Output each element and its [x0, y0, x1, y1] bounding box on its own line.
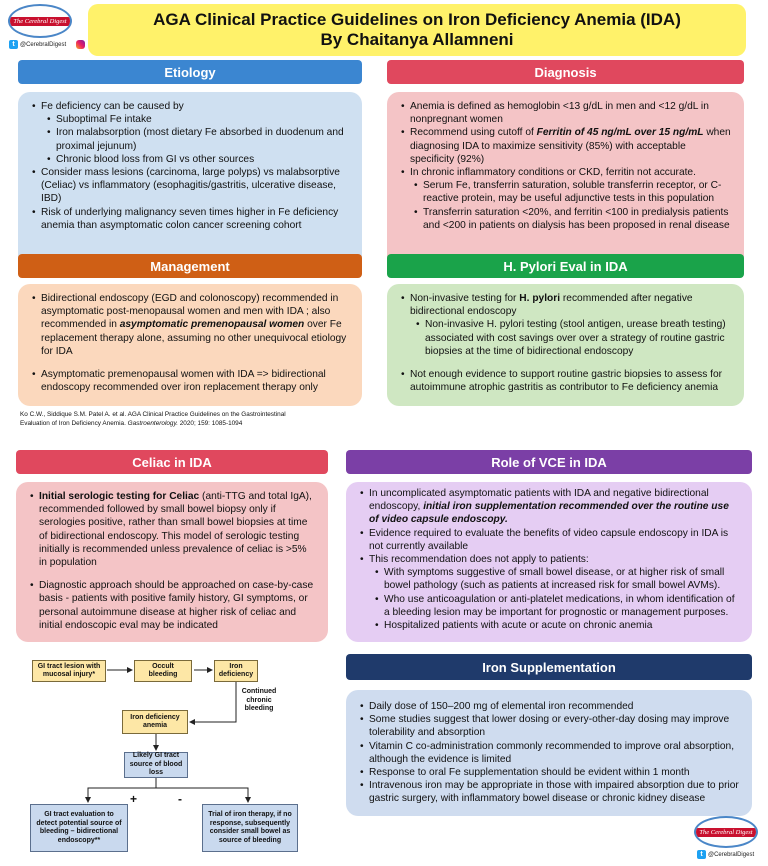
- logo-bottom-right: The Cerebral Digest: [694, 816, 758, 848]
- title-banner: AGA Clinical Practice Guidelines on Iron…: [88, 4, 746, 56]
- list-item: Hospitalized patients with acute or acut…: [360, 619, 740, 632]
- list-item: Diagnostic approach should be approached…: [30, 579, 316, 632]
- page-title: AGA Clinical Practice Guidelines on Iron…: [153, 10, 681, 29]
- list-item: Non-invasive H. pylori testing (stool an…: [401, 318, 732, 358]
- list-item: Serum Fe, transferrin saturation, solubl…: [401, 179, 732, 205]
- list-item: Consider mass lesions (carcinoma, large …: [32, 166, 350, 206]
- celiac-header: Celiac in IDA: [16, 450, 328, 474]
- twitter-icon: t: [9, 40, 18, 49]
- list-item: Risk of underlying malignancy seven time…: [32, 206, 350, 232]
- vce-header: Role of VCE in IDA: [346, 450, 752, 474]
- handle-text: @CerebralDigest: [20, 41, 67, 48]
- vce-header-text: Role of VCE in IDA: [491, 454, 607, 470]
- text-run-bold: Initial serologic testing for Celiac: [39, 491, 200, 502]
- list-item: Some studies suggest that lower dosing o…: [360, 713, 740, 739]
- list-item: This recommendation does not apply to pa…: [360, 553, 740, 566]
- text-run-bold: Ferritin of 45 ng/mL over 15 ng/mL: [536, 127, 704, 139]
- text-run: Bidirectional endoscopy (EGD and colonos…: [41, 293, 339, 331]
- celiac-panel: Initial serologic testing for Celiac (an…: [16, 482, 328, 642]
- list-item: Vitamin C co-administration commonly rec…: [360, 740, 740, 766]
- text-run-bold: initial iron supplementation recommended…: [369, 501, 729, 526]
- social-handle-bottom: t @CerebralDigest: [697, 850, 754, 859]
- flow-node: GI tract evaluation to detect potential …: [30, 804, 128, 852]
- logo-text: The Cerebral Digest: [10, 16, 70, 26]
- flow-node: Occult bleeding: [134, 660, 192, 682]
- iron-header: Iron Supplementation: [346, 654, 752, 680]
- journal-name: Gastroenterology.: [127, 420, 178, 427]
- arrow: [189, 697, 237, 725]
- twitter-icon: t: [697, 850, 706, 859]
- list-item: Suboptimal Fe intake: [32, 113, 350, 126]
- list-item: Chronic blood loss from GI vs other sour…: [32, 153, 350, 166]
- list-item: Asymptomatic premenopausal women with ID…: [32, 368, 350, 394]
- text-run: (anti-TTG and total IgA), recommended fo…: [39, 491, 312, 569]
- flowchart: GI tract lesion with mucosal injury* Occ…: [16, 652, 334, 858]
- iron-header-text: Iron Supplementation: [482, 659, 616, 675]
- list-item: Iron malabsorption (most dietary Fe abso…: [32, 126, 350, 152]
- text-run-bold: asymptomatic premenopausal women: [119, 319, 305, 331]
- list-item: In chronic inflammatory conditions or CK…: [401, 166, 732, 179]
- text-run: Evaluation of Iron Deficiency Anemia.: [20, 420, 128, 427]
- logo-top-left: The Cerebral Digest: [8, 4, 72, 38]
- text-run-bold: H. pylori: [519, 293, 561, 304]
- diagnosis-header-text: Diagnosis: [534, 64, 597, 80]
- social-handle-top: t @CerebralDigest: [9, 40, 86, 49]
- list-item: Bidirectional endoscopy (EGD and colonos…: [32, 292, 350, 358]
- iron-panel: Daily dose of 150–200 mg of elemental ir…: [346, 690, 752, 816]
- etiology-header-text: Etiology: [164, 64, 216, 80]
- list-item: Daily dose of 150–200 mg of elemental ir…: [360, 700, 740, 713]
- list-item: In uncomplicated asymptomatic patients w…: [360, 487, 740, 527]
- list-item: Anemia is defined as hemoglobin <13 g/dL…: [401, 100, 732, 126]
- text-run: over Fe replacement therapy alone, assum…: [41, 319, 347, 357]
- text-run: Recommend using cutoff of: [410, 127, 537, 139]
- page-author: By Chaitanya Allamneni: [320, 30, 514, 49]
- flow-node: Trial of iron therapy, if no response, s…: [202, 804, 298, 852]
- list-item: Non-invasive testing for H. pylori recom…: [401, 292, 732, 318]
- management-header-text: Management: [150, 258, 230, 274]
- list-item: With symptoms suggestive of small bowel …: [360, 566, 740, 592]
- flowchart-arrows: [85, 667, 251, 803]
- etiology-header: Etiology: [18, 60, 362, 84]
- flow-label: Continued chronic bleeding: [241, 688, 277, 712]
- handle-text: @CerebralDigest: [708, 851, 755, 858]
- list-item: Intravenous iron may be appropriate in t…: [360, 779, 740, 805]
- hpylori-panel: Non-invasive testing for H. pylori recom…: [387, 284, 744, 406]
- flow-node: Likely GI tract source of blood loss: [124, 752, 188, 778]
- list-item: Evidence required to evaluate the benefi…: [360, 527, 740, 553]
- flow-sign-minus: -: [178, 792, 182, 806]
- list-item: Transferrin saturation <20%, and ferriti…: [401, 206, 732, 232]
- list-item: Not enough evidence to support routine g…: [401, 368, 732, 394]
- reference-line: Ko C.W., Siddique S.M. Patel A. et al. A…: [20, 411, 286, 418]
- flow-node: GI tract lesion with mucosal injury*: [32, 660, 106, 682]
- text-run: when diagnosing IDA to maximize sensitiv…: [410, 127, 731, 165]
- list-item: Fe deficiency can be caused by: [32, 100, 350, 113]
- text-run: Non-invasive testing for: [410, 293, 520, 304]
- flow-sign-plus: +: [130, 792, 138, 806]
- list-item: Recommend using cutoff of Ferritin of 45…: [401, 126, 732, 166]
- vce-panel: In uncomplicated asymptomatic patients w…: [346, 482, 752, 642]
- text-run: In uncomplicated asymptomatic patients w…: [369, 488, 709, 513]
- reference-citation: Ko C.W., Siddique S.M. Patel A. et al. A…: [20, 410, 380, 428]
- reference-line: Evaluation of Iron Deficiency Anemia. Ga…: [20, 419, 380, 428]
- hpylori-header: H. Pylori Eval in IDA: [387, 254, 744, 278]
- list-item: Response to oral Fe supplementation shou…: [360, 766, 740, 779]
- flow-node: Iron deficiency: [214, 660, 258, 682]
- list-item: Initial serologic testing for Celiac (an…: [30, 490, 316, 569]
- celiac-header-text: Celiac in IDA: [132, 454, 212, 470]
- list-item: Who use anticoagulation or anti-platelet…: [360, 593, 740, 619]
- hpylori-header-text: H. Pylori Eval in IDA: [503, 258, 628, 274]
- management-panel: Bidirectional endoscopy (EGD and colonos…: [18, 284, 362, 406]
- text-run: 2020; 159: 1085-1094: [177, 420, 243, 427]
- flow-node: Iron deficiency anemia: [122, 710, 188, 734]
- etiology-panel: Fe deficiency can be caused by Suboptima…: [18, 92, 362, 268]
- instagram-icon: [76, 40, 86, 49]
- arrow: [85, 778, 157, 803]
- text-run: recommended after negative bidirectional…: [410, 293, 693, 318]
- logo-text: The Cerebral Digest: [696, 827, 756, 837]
- diagnosis-panel: Anemia is defined as hemoglobin <13 g/dL…: [387, 92, 744, 268]
- management-header: Management: [18, 254, 362, 278]
- diagnosis-header: Diagnosis: [387, 60, 744, 84]
- arrow: [156, 787, 251, 803]
